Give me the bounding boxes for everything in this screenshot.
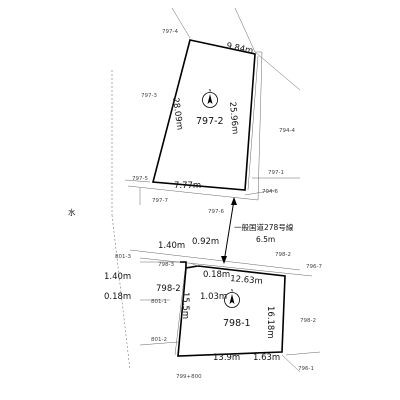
neighbor-794-6: 794-6 bbox=[262, 189, 278, 195]
neighbor-799-800: 799+800 bbox=[176, 374, 202, 380]
neighbor-797-6: 797-6 bbox=[208, 209, 224, 215]
svg-text:N: N bbox=[209, 89, 212, 93]
parcel-798-2-corner bbox=[180, 261, 199, 268]
neighbor-797-3: 797-3 bbox=[141, 93, 157, 99]
dim-798-2-a: 1.40m bbox=[158, 241, 185, 251]
dim-798-1-left: 15.5m bbox=[180, 292, 190, 319]
dim-798-1-top: 12.63m bbox=[230, 274, 263, 287]
dim-797-2-top: 9.84m bbox=[225, 41, 254, 56]
dim-798-1-bottom: 13.9m bbox=[213, 353, 240, 363]
neighbor-796-7: 796-7 bbox=[306, 264, 322, 270]
road-gap: 0.92m bbox=[192, 237, 219, 247]
neighbor-798-3: 798-3 bbox=[158, 262, 174, 268]
neighbor-797-4-top: 797-4 bbox=[162, 29, 178, 35]
neighbor-801-1: 801-1 bbox=[151, 299, 167, 305]
north-arrow-icon: N bbox=[202, 89, 218, 108]
water-label: 水 bbox=[68, 207, 76, 217]
neighbor-794-4: 794-4 bbox=[279, 128, 295, 134]
parcel-797-2-boundary bbox=[151, 39, 256, 191]
north-arrow-icon: N bbox=[224, 289, 240, 308]
neighbor-798-2-right: 798-2 bbox=[300, 318, 316, 324]
dim-797-2-bottom: 7.77m bbox=[174, 181, 201, 191]
neighbor-796-1: 796-1 bbox=[298, 366, 314, 372]
dim-797-2-left: 28.09m bbox=[170, 97, 184, 131]
dim-797-2-right: 25.96m bbox=[227, 101, 240, 134]
dim-798-1-bottom-right: 1.63m bbox=[253, 353, 280, 363]
neighbor-797-5: 797-5 bbox=[132, 176, 148, 182]
neighbor-798-2-top: 798-2 bbox=[275, 252, 291, 258]
neighbor-797-1: 797-1 bbox=[268, 170, 284, 176]
lot-number-798-2: 798-2 bbox=[156, 284, 181, 294]
dim-798-2-b: 1.40m bbox=[104, 272, 131, 282]
road-name: 一般国道278号線 bbox=[234, 222, 294, 232]
parcel-798-1-boundary bbox=[177, 265, 286, 357]
dim-798-2-c: 0.18m bbox=[104, 292, 131, 302]
neighbor-801-2: 801-2 bbox=[151, 337, 167, 343]
lot-number-798-1: 798-1 bbox=[223, 318, 251, 329]
road-width-arrow bbox=[221, 197, 237, 264]
road-width: 6.5m bbox=[256, 235, 275, 244]
neighbor-801-3: 801-3 bbox=[115, 254, 131, 260]
neighbor-797-7: 797-7 bbox=[152, 198, 168, 204]
dim-798-1-top-left: 0.18m bbox=[203, 270, 230, 280]
svg-text:N: N bbox=[231, 289, 234, 293]
lot-number-797-2: 797-2 bbox=[196, 116, 224, 127]
dim-798-1-right: 16.18m bbox=[265, 306, 275, 339]
dim-798-1-inner-left: 1.03m bbox=[200, 292, 227, 302]
neighbor-lines bbox=[111, 7, 321, 373]
